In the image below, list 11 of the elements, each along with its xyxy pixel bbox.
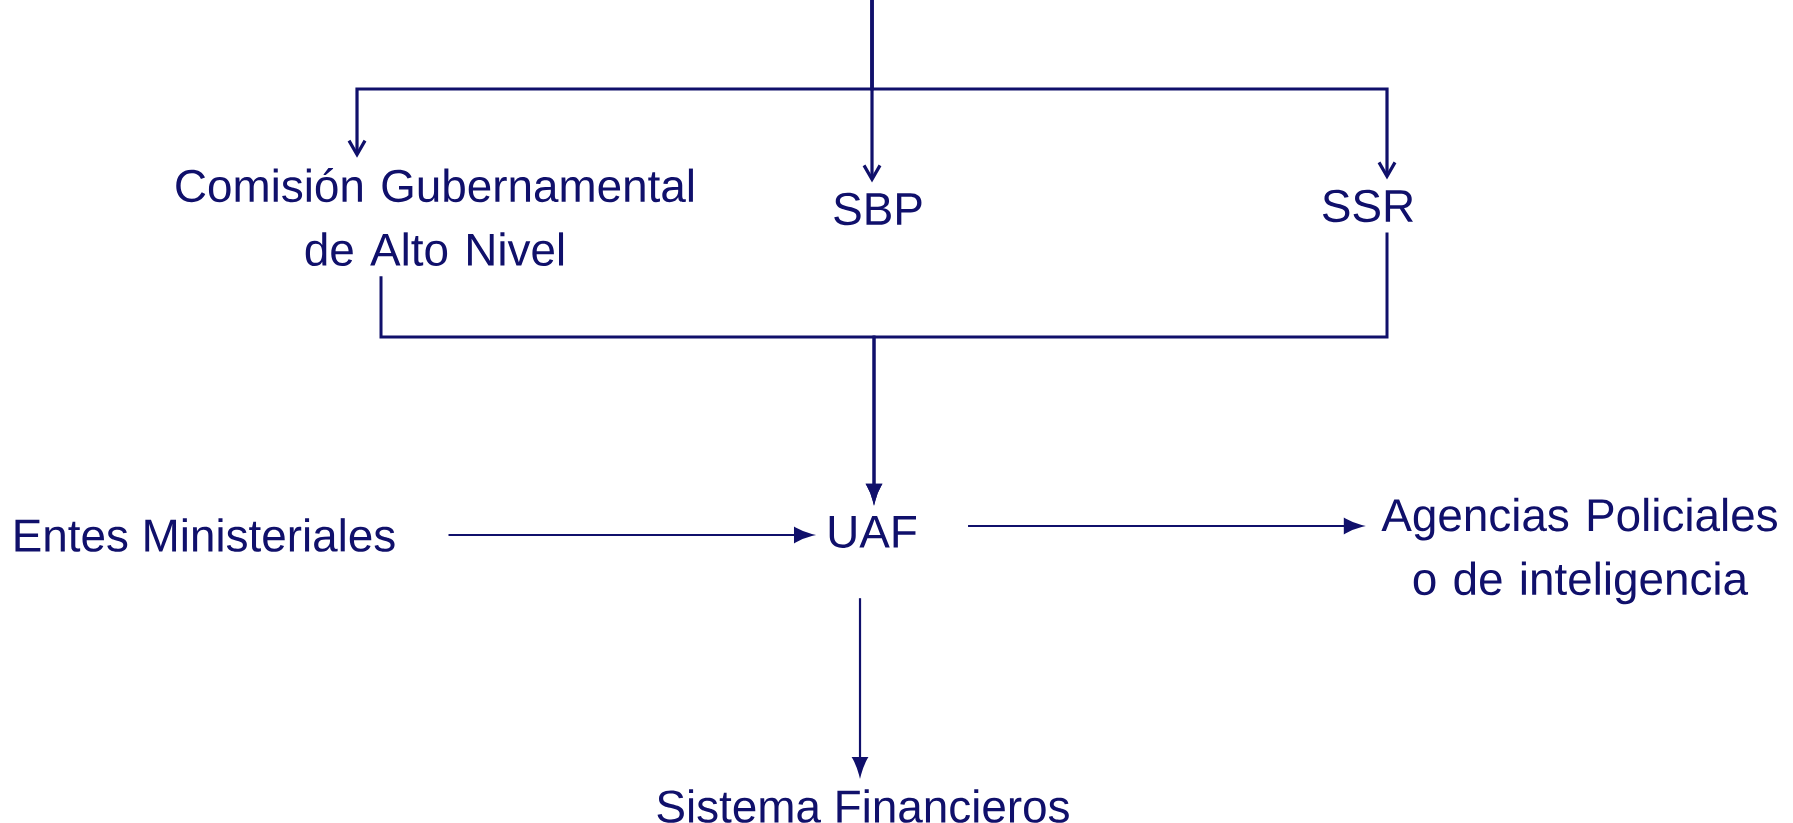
node-label: SBP xyxy=(834,192,922,226)
node-label: Agencias Policiales o de inteligencia xyxy=(1381,497,1777,605)
arrow xyxy=(448,527,813,543)
node-label: Comisión Gubernamental de Alto Nivel xyxy=(176,168,693,266)
node-label: Entes Ministeriales xyxy=(15,518,395,552)
arrow xyxy=(870,0,1397,180)
node-label: SSR xyxy=(1322,189,1413,223)
arrow xyxy=(852,598,868,776)
node-label: UAF xyxy=(829,516,916,548)
arrow xyxy=(968,518,1363,534)
node-label: Sistema Financieros xyxy=(657,789,1069,823)
